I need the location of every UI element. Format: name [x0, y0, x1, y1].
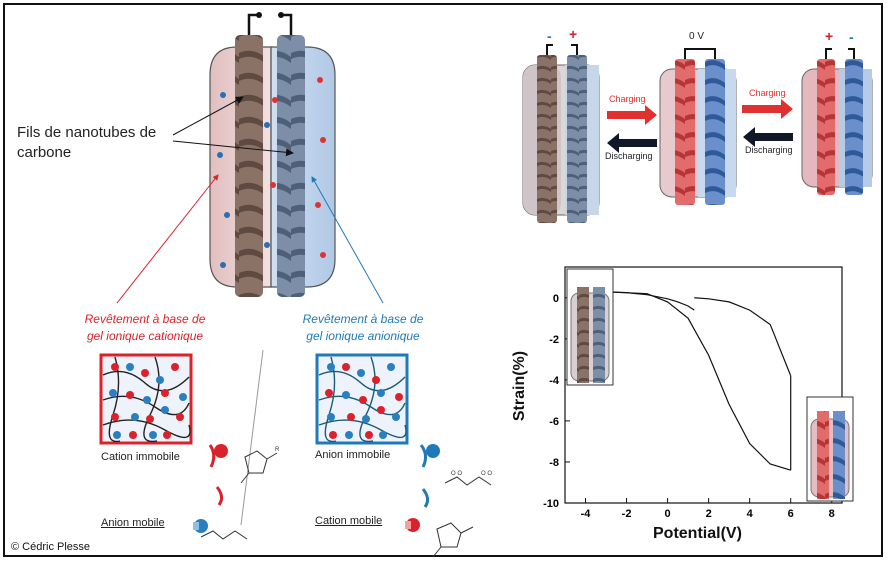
svg-text:R: R [275, 447, 280, 453]
x-tick-label: 0 [665, 508, 671, 520]
state2-voltage: 0 V [689, 31, 705, 42]
x-tick-label: 2 [706, 508, 712, 520]
y-tick-label: -6 [549, 416, 559, 428]
state1-pos-sign: + [569, 26, 578, 42]
fiber-red-icon [235, 35, 263, 297]
y-tick-label: 0 [553, 293, 559, 305]
charging-label-2: Charging [749, 88, 786, 98]
charging-arrow-2 [742, 99, 793, 119]
anion-mobile-label: Anion mobile [101, 517, 165, 529]
x-tick-label: 4 [747, 508, 754, 520]
x-tick-label: 6 [788, 508, 794, 520]
discharging-label-2: Discharging [745, 145, 793, 155]
credit-text: © Cédric Plesse [11, 541, 91, 553]
main-diagram: R O O O O [99, 12, 873, 558]
anionic-gel-box [315, 353, 409, 445]
svg-text:O O: O O [451, 471, 462, 477]
chart-xlabel: Potential(V) [653, 525, 742, 542]
nanotube-label: Fils de nanotubes de carbone [17, 124, 157, 161]
chart-inset-right [806, 396, 854, 502]
y-tick-label: -8 [549, 457, 559, 469]
anion-immobile-label: Anion immobile [315, 449, 391, 461]
y-tick-label: -2 [549, 334, 559, 346]
cation-molecule-icon: R [240, 447, 280, 484]
discharging-arrow-2 [743, 127, 793, 147]
strain-chart: 0 -2 -4 -6 -8 -10 -4 -2 0 2 4 6 8 [543, 266, 854, 520]
svg-text:O O: O O [481, 471, 492, 477]
cycle-state-3 [801, 48, 873, 195]
anion-molecule-icon: O O O O [444, 471, 492, 486]
x-tick-label: -2 [622, 508, 632, 520]
charging-label-1: Charging [609, 94, 646, 104]
y-tick-label: -4 [549, 375, 560, 387]
main-capsule [209, 12, 336, 297]
discharging-arrow-1 [607, 133, 657, 153]
strain-series-2 [694, 297, 792, 376]
cation-mobile-label: Cation mobile [315, 515, 383, 527]
anionic-coating-label: Revêtement à base de gel ionique anioniq… [302, 312, 424, 343]
capsule-ions [217, 77, 326, 268]
chart-inset-left [566, 268, 614, 386]
x-tick-label: 8 [829, 508, 835, 520]
cycle-state-2 [659, 48, 737, 205]
cycle-state-1 [522, 44, 600, 223]
cation-immobile-label: Cation immobile [101, 451, 180, 463]
figure-frame: R O O O O [3, 3, 883, 558]
state3-neg-sign: - [849, 29, 854, 45]
strain-series-3 [601, 291, 791, 471]
mobile-cation-molecule-icon [432, 522, 474, 558]
charging-arrow-1 [607, 105, 657, 125]
chart-ylabel: Strain(%) [511, 350, 528, 422]
y-tick-label: -10 [543, 498, 559, 510]
fiber-blue-icon [277, 35, 305, 297]
mobile-anion-molecule-icon [200, 530, 248, 540]
cationic-gel-box [99, 353, 193, 445]
cationic-coating-label: Revêtement à base de gel ionique cationi… [84, 312, 206, 343]
anion-immobile-icon [419, 444, 440, 508]
discharging-label-1: Discharging [605, 151, 653, 161]
state1-neg-sign: - [547, 28, 552, 44]
state3-pos-sign: + [825, 28, 834, 44]
x-tick-label: -4 [581, 508, 592, 520]
cation-immobile-icon [208, 444, 228, 506]
